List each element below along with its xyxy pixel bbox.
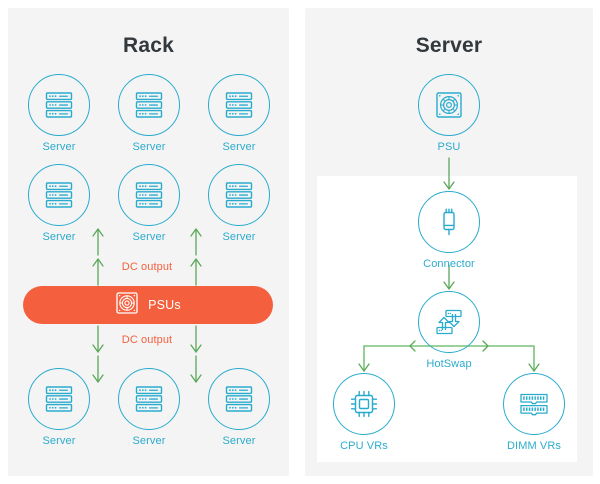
- server-node-label: Server: [222, 435, 256, 447]
- server-node[interactable]: Server: [112, 368, 186, 447]
- psu-fan-icon: [115, 291, 139, 320]
- server-node-label: Server: [42, 141, 76, 153]
- psus-bar[interactable]: PSUs: [23, 286, 273, 324]
- server-node-label: Server: [132, 141, 166, 153]
- server-node-label: Server: [42, 435, 76, 447]
- psu-node[interactable]: PSU: [412, 74, 486, 153]
- server-panel-title: Server: [415, 34, 483, 57]
- dimm-module-icon: [503, 373, 565, 435]
- cpu-vrs-node-label: CPU VRs: [340, 440, 388, 452]
- server-rack-icon: [28, 74, 90, 136]
- server-rack-icon: [208, 74, 270, 136]
- psu-node-label: PSU: [437, 141, 461, 153]
- server-rack-icon: [118, 164, 180, 226]
- connector-icon: [418, 191, 480, 253]
- dc-output-down-label: DC output: [121, 334, 173, 346]
- server-node-label: Server: [222, 141, 256, 153]
- connector-node-label: Connector: [423, 258, 475, 270]
- server-node[interactable]: Server: [202, 368, 276, 447]
- server-rack-icon: [208, 164, 270, 226]
- server-node-label: Server: [132, 435, 166, 447]
- hotswap-node[interactable]: HotSwap: [412, 291, 486, 370]
- server-node-label: Server: [132, 231, 166, 243]
- server-rack-icon: [118, 368, 180, 430]
- rack-panel-title: Rack: [122, 34, 174, 57]
- psus-bar-label: PSUs: [148, 298, 181, 312]
- server-node[interactable]: Server: [202, 74, 276, 153]
- hotswap-icon: [418, 291, 480, 353]
- cpu-chip-icon: [333, 373, 395, 435]
- server-node[interactable]: Server: [202, 164, 276, 243]
- connector-node[interactable]: Connector: [412, 191, 486, 270]
- server-node[interactable]: Server: [22, 164, 96, 243]
- server-node-label: Server: [222, 231, 256, 243]
- server-node-label: Server: [42, 231, 76, 243]
- server-rack-icon: [118, 74, 180, 136]
- dimm-vrs-node-label: DIMM VRs: [507, 440, 561, 452]
- dc-output-up-label: DC output: [121, 261, 173, 273]
- server-node[interactable]: Server: [22, 368, 96, 447]
- server-rack-icon: [28, 368, 90, 430]
- cpu-vrs-node[interactable]: CPU VRs: [327, 373, 401, 452]
- hotswap-node-label: HotSwap: [426, 358, 472, 370]
- psu-fan-icon: [418, 74, 480, 136]
- server-node[interactable]: Server: [22, 74, 96, 153]
- server-node[interactable]: Server: [112, 74, 186, 153]
- server-node[interactable]: Server: [112, 164, 186, 243]
- server-rack-icon: [208, 368, 270, 430]
- server-rack-icon: [28, 164, 90, 226]
- dimm-vrs-node[interactable]: DIMM VRs: [497, 373, 571, 452]
